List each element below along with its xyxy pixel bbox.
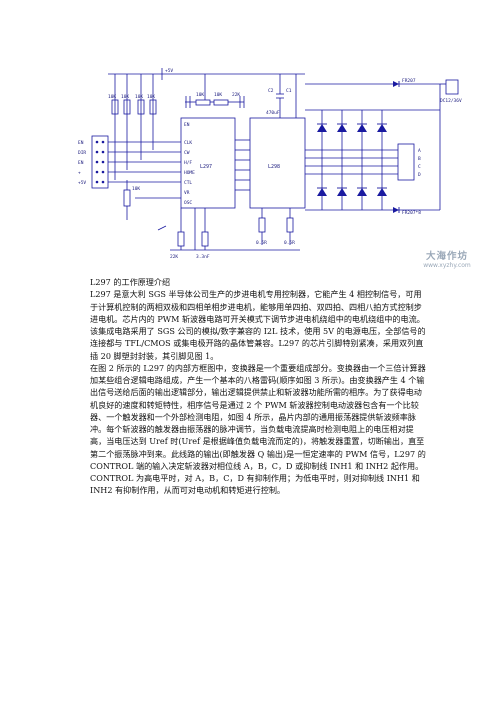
chip1-pin-5: HOME	[184, 170, 195, 176]
cap-label-3: 470uF	[266, 110, 280, 116]
res-label-7: 22K	[232, 92, 240, 98]
motor-connector	[397, 143, 415, 181]
chip1-name: L297	[200, 164, 212, 170]
bottom-res-2: 3.3nF	[196, 254, 210, 260]
input-label-1: EN	[78, 140, 84, 146]
chip1-pin-1: EN	[184, 122, 190, 128]
res-label-4: 10K	[147, 94, 155, 100]
res-label-6: 10K	[214, 92, 222, 98]
res-label-5: 10K	[196, 92, 204, 98]
motor-pin-d: D	[418, 172, 421, 178]
chip1-pin-3: CW	[184, 150, 190, 156]
res-label-2: 10K	[121, 94, 129, 100]
chip1-pin-2: CLK	[184, 140, 192, 146]
sense-label-1: 0.5R	[256, 240, 267, 246]
article-paragraph-1: L297 是意大利 SGS 半导体公司生产的步进电机专用控制器，它能产生 4 相…	[90, 289, 426, 361]
cap-label-2: C1	[286, 88, 292, 94]
motor-pin-c: C	[418, 164, 421, 170]
power-connector	[440, 79, 459, 95]
pot-label: 10K	[132, 186, 140, 192]
chip1-pin-8: OSC	[184, 200, 192, 206]
res-label-1: 10K	[108, 94, 116, 100]
watermark-url: www.xyzhy.com	[423, 262, 471, 269]
article-paragraph-2: 在图 2 所示的 L297 的内部方框图中，变换器是一个重要组成部分。变换器由一…	[90, 362, 426, 496]
chip1-pin-6: CTL	[184, 180, 192, 186]
bottom-diode-label: FR207*8	[402, 210, 421, 216]
power-connector-label: DC12/36V	[440, 98, 462, 104]
bottom-res-1: 22K	[170, 254, 178, 260]
cap-label-1: C2	[268, 88, 274, 94]
input-label-4: +	[78, 171, 81, 176]
sense-label-2: 0.5R	[284, 240, 295, 246]
input-label-3: EN	[78, 160, 84, 166]
res-label-3: 10K	[135, 94, 143, 100]
chip1-pin-7: VR	[184, 190, 190, 196]
vcc-label: +5V	[165, 68, 173, 74]
chip2-name: L298	[268, 164, 280, 170]
motor-pin-b: B	[418, 156, 421, 162]
input-connector	[91, 135, 109, 189]
article: L297 的工作原理介绍 L297 是意大利 SGS 半导体公司生产的步进电机专…	[90, 276, 426, 497]
watermark-title: 大海作坊	[425, 251, 468, 262]
chip1-pin-4: H/F	[184, 160, 192, 166]
input-label-2: DIR	[78, 150, 86, 156]
article-heading: L297 的工作原理介绍	[90, 277, 171, 287]
circuit-schematic: +5V EN DIR EN + +5V 10K 10K 10K 10K 10K …	[78, 68, 462, 260]
motor-pin-a: A	[418, 148, 421, 154]
input-label-5: +5V	[78, 180, 86, 186]
top-diode-label: FR207	[402, 78, 416, 84]
watermark: 大海作坊 www.xyzhy.com	[412, 248, 482, 269]
